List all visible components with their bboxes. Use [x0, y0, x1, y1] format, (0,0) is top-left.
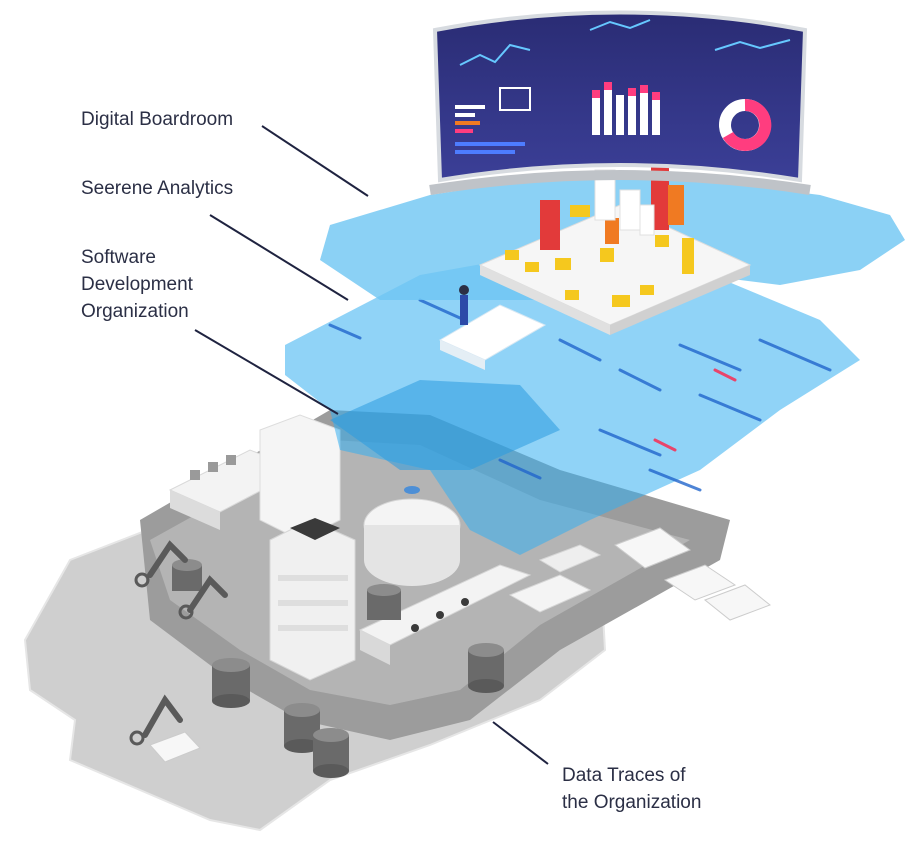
database-icon-5	[367, 584, 401, 620]
database-icon-1	[212, 658, 250, 708]
label-line: Software	[81, 247, 156, 268]
robot-arms	[129, 540, 228, 746]
bar-red-1	[540, 200, 560, 250]
document-sheets	[149, 527, 771, 763]
database-stacks	[172, 559, 504, 778]
label-line: Organization	[81, 301, 189, 322]
analytics-layer	[285, 250, 860, 555]
analytics-bar-city	[478, 150, 752, 335]
organization-buildings	[168, 414, 602, 681]
leader-lines	[194, 125, 549, 765]
leader-line-boardroom	[261, 125, 369, 197]
database-icon-4	[468, 643, 504, 693]
database-icon-6	[172, 559, 202, 591]
label-line: the Organization	[562, 792, 702, 813]
presenter-person	[460, 295, 468, 325]
label-line: Data Traces of	[562, 765, 686, 786]
label-digital-boardroom: Digital Boardroom	[81, 106, 233, 133]
leader-line-analytics	[209, 214, 349, 301]
leader-line-traces	[492, 721, 549, 765]
label-line: Seerene Analytics	[81, 178, 234, 199]
label-software-development-organization: Software Development Organization	[81, 244, 193, 325]
label-data-traces: Data Traces of the Organization	[562, 762, 701, 816]
leader-line-software	[194, 329, 339, 415]
screen-bar-chart	[592, 82, 660, 135]
database-icon-3	[313, 728, 349, 778]
label-seerene-analytics: Seerene Analytics	[81, 175, 233, 202]
label-line: Digital Boardroom	[81, 109, 234, 130]
boardroom-screen	[429, 10, 811, 195]
presenter-platform	[438, 285, 547, 370]
label-line: Development	[81, 274, 193, 295]
database-icon-2	[284, 703, 320, 753]
bar-red-2	[651, 150, 669, 230]
screen-donut-chart	[719, 98, 772, 151]
